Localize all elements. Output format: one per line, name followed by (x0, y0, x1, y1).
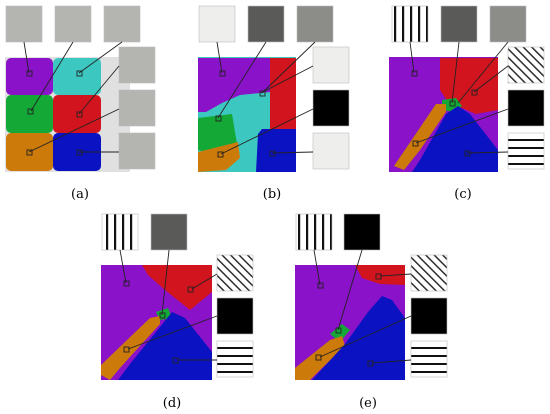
texture-swatch (216, 297, 254, 335)
texture-swatch (489, 5, 527, 43)
texture-swatch (101, 213, 139, 251)
texture-swatch (312, 132, 350, 170)
texture-swatch (5, 5, 43, 43)
texture-swatch (118, 132, 156, 170)
panel-e: (e) (295, 213, 448, 411)
panel-d-texture-swatches (101, 213, 254, 378)
panel-d-region-red (142, 265, 212, 310)
texture-swatch (312, 89, 350, 127)
texture-swatch (410, 297, 448, 335)
panel-c-texture-swatches (391, 5, 545, 170)
texture-swatch (312, 46, 350, 84)
panel-e-region-orange (295, 336, 345, 380)
texture-swatch (118, 89, 156, 127)
texture-swatch (216, 254, 254, 292)
panel-c-region-orange (394, 104, 446, 170)
panel-a: (a) (5, 5, 156, 202)
texture-swatch (410, 254, 448, 292)
texture-swatch (216, 340, 254, 378)
texture-swatch (198, 5, 236, 43)
panel-a-region-teal (53, 58, 101, 95)
panel-d-region-blue (118, 312, 212, 380)
panel-c-leader-lines (409, 41, 509, 157)
panel-caption: (a) (71, 187, 89, 202)
texture-swatch (247, 5, 285, 43)
panel-d-image (101, 265, 212, 380)
panel-caption: (e) (359, 396, 377, 411)
panel-a-image (5, 57, 130, 172)
panel-caption: (b) (263, 187, 281, 202)
panel-caption: (d) (163, 396, 181, 411)
panel-b-region-green (198, 114, 238, 154)
texture-swatch (440, 5, 478, 43)
panel-e-image (295, 265, 405, 380)
texture-swatch (410, 340, 448, 378)
panel-c-region-blue (412, 106, 498, 172)
panel-b: (b) (198, 5, 350, 202)
texture-swatch (507, 89, 545, 127)
panel-a-region-purple (6, 58, 53, 95)
texture-swatch (295, 213, 333, 251)
panel-b-texture-swatches (198, 5, 350, 170)
panel-a-texture-swatches (5, 5, 156, 170)
panel-c: (c) (389, 5, 545, 202)
panel-d-leader-lines (119, 249, 218, 364)
panel-e-leader-lines (313, 249, 412, 367)
panel-b-region-purple (198, 58, 270, 112)
texture-swatch (507, 46, 545, 84)
panel-a-leader-lines (23, 41, 123, 156)
panel-b-leader-lines (215, 41, 316, 158)
panel-b-region-red (270, 58, 296, 129)
texture-swatch (343, 213, 381, 251)
panel-e-region-blue (312, 296, 405, 380)
panel-e-region-red (355, 265, 405, 285)
texture-swatch (391, 5, 429, 43)
texture-swatch (150, 213, 188, 251)
texture-swatch (507, 132, 545, 170)
texture-swatch (103, 5, 141, 43)
texture-swatch (54, 5, 92, 43)
texture-swatch (118, 46, 156, 84)
panel-b-region-blue (256, 129, 296, 172)
texture-swatch (296, 5, 334, 43)
panel-d: (d) (101, 213, 254, 411)
panel-e-texture-swatches (295, 213, 448, 378)
panel-caption: (c) (454, 187, 471, 202)
